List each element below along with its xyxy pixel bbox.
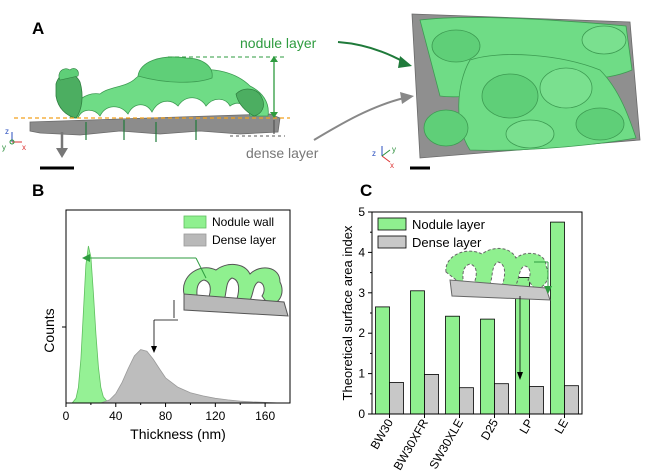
nodule-right-edge xyxy=(235,88,264,117)
panel-a-letter: A xyxy=(32,19,44,38)
bar-nodule-d25 xyxy=(480,318,495,415)
nodule-bar-pointer-arrowhead xyxy=(544,286,552,294)
surface-nodule-blob xyxy=(539,67,593,109)
x-tick-label: 120 xyxy=(205,409,225,423)
x-tick-label: LP xyxy=(517,417,536,437)
axis-y-label: y xyxy=(392,145,396,154)
legend-label: Nodule layer xyxy=(412,217,486,232)
legend-swatch xyxy=(183,215,207,229)
nodule-top-lump xyxy=(137,56,213,83)
bar-dense-d25 xyxy=(494,383,509,415)
legend-label: Dense layer xyxy=(212,233,276,247)
axis-z-label: z xyxy=(372,149,376,158)
surface-nodule-blob xyxy=(505,119,555,149)
panel-b-letter: B xyxy=(32,181,44,200)
axis-y-label: y xyxy=(2,143,6,152)
x-tick-label: D25 xyxy=(478,416,501,442)
axis-triad-right: z y x xyxy=(372,145,396,170)
axis-x-label: x xyxy=(22,143,26,152)
axis-z-label: z xyxy=(5,127,9,136)
area-series-dense-layer xyxy=(100,349,281,404)
nodule-wall-inset xyxy=(183,264,289,317)
surface-nodule-blob xyxy=(423,109,469,147)
nodule-layer-label: nodule layer xyxy=(240,35,317,51)
axis-x-label: x xyxy=(390,161,394,170)
dense-layer-label: dense layer xyxy=(246,145,319,161)
nodule-left-tuft xyxy=(58,68,79,81)
cross-section-render xyxy=(29,56,281,158)
bar-nodule-le xyxy=(550,221,565,415)
plot-frame xyxy=(65,209,291,404)
x-tick-label: LE xyxy=(552,417,571,437)
nodule-peak-pointer-arrowhead xyxy=(82,254,90,262)
y-axis-label: Theoretical surface area index xyxy=(340,225,355,400)
dense-layer-slab xyxy=(29,113,281,136)
inset-nodule-shape xyxy=(183,264,283,305)
x-tick-label: 40 xyxy=(109,409,123,423)
bar-nodule-bw30 xyxy=(375,306,390,415)
inset-dense-shape xyxy=(183,293,289,317)
x-tick-label: SW30XLE xyxy=(426,417,466,472)
x-axis-label: Thickness (nm) xyxy=(130,426,226,442)
legend-swatch xyxy=(183,233,207,247)
nodule-bar-arrow-up xyxy=(270,56,278,62)
y-axis-label: Counts xyxy=(41,308,57,352)
dense-flow-arrowhead xyxy=(56,148,68,158)
bar-dense-sw30xle xyxy=(459,387,474,415)
y-tick-label: 0 xyxy=(358,407,365,421)
panel-a: A nodule layer xyxy=(2,13,641,170)
x-tick-label: 160 xyxy=(255,409,275,423)
area-series-nodule-wall xyxy=(71,245,111,404)
nodule-inset-pointer xyxy=(195,257,207,279)
surface-3d-render xyxy=(411,13,641,159)
y-tick-label: 1 xyxy=(358,367,365,381)
bar-dense-le xyxy=(564,385,579,415)
bar-nodule-bw30xfr xyxy=(410,290,425,415)
bar-dense-bw30xfr xyxy=(424,373,439,415)
x-tick-label: 0 xyxy=(63,409,70,423)
legend-swatch xyxy=(377,235,407,249)
dense-peak-pointer-arrowhead xyxy=(151,346,157,353)
surface-nodule-blob xyxy=(431,29,481,63)
nodule-layer-body xyxy=(69,65,269,119)
dense-bar-pointer-arrowhead xyxy=(517,372,523,380)
legend-label: Nodule wall xyxy=(212,215,274,229)
bar-dense-lp xyxy=(529,386,544,415)
bar-nodule-sw30xle xyxy=(445,315,460,415)
legend-label: Dense layer xyxy=(412,235,482,250)
x-tick-label: 80 xyxy=(159,409,173,423)
inset-nodule-shape xyxy=(445,248,549,289)
bar-dense-bw30 xyxy=(389,382,404,415)
dense-callout-arrowhead xyxy=(400,92,414,104)
surface-inset xyxy=(445,248,551,301)
legend-swatch xyxy=(377,217,407,231)
axis-triad-left: z y x xyxy=(2,127,26,152)
x-tick-label: BW30 xyxy=(368,416,397,452)
panel-c-letter: C xyxy=(360,181,372,200)
surface-nodule-blob xyxy=(481,73,539,119)
y-tick-label: 3 xyxy=(358,286,365,300)
surface-nodule-blob xyxy=(581,25,627,55)
inset-dense-shape xyxy=(449,279,551,301)
x-tick-label: BW30XFR xyxy=(391,416,432,471)
y-tick-label: 5 xyxy=(358,205,365,219)
nodule-callout-arrow xyxy=(337,41,405,63)
nodule-callout-arrowhead xyxy=(398,56,412,68)
surface-nodule-blob xyxy=(575,107,625,141)
nodule-bar-arrow-down xyxy=(270,112,278,118)
dense-callout-arrow xyxy=(313,97,405,141)
y-tick-label: 2 xyxy=(358,326,365,340)
y-tick-label: 4 xyxy=(358,245,365,259)
